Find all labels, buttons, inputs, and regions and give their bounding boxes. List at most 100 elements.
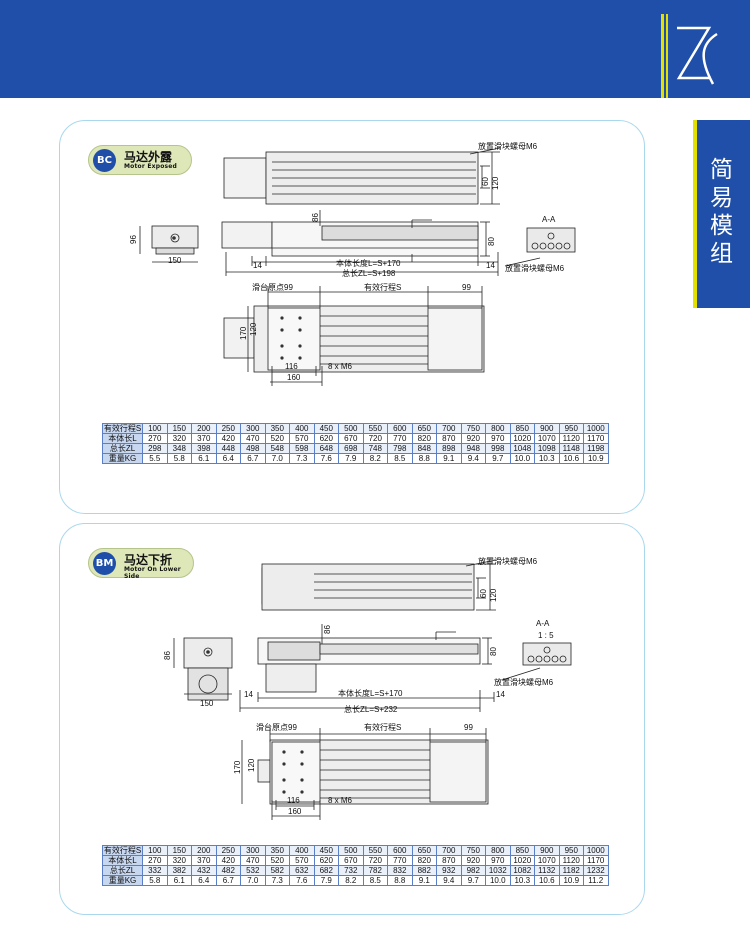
dim-86: 86 <box>323 625 332 634</box>
spec-cell: 500 <box>338 845 364 856</box>
section-label: A-A <box>542 215 556 224</box>
body-length-label: 本体长度L=S+170 <box>338 688 403 698</box>
spec-cell: 1232 <box>583 865 609 876</box>
nut-label-2: 放置滑块螺母M6 <box>505 263 565 273</box>
spec-cell: 682 <box>313 865 339 876</box>
spec-cell: 200 <box>191 845 217 856</box>
spec-cell: 482 <box>215 865 241 876</box>
spec-row-header: 有效行程S <box>102 845 143 856</box>
zk-logo-icon <box>661 14 733 98</box>
dim-60: 60 <box>481 177 490 186</box>
spec-cell: 1170 <box>583 855 609 866</box>
model-badge-bc: BC 马达外露 Motor Exposed <box>88 145 192 175</box>
dim-14-left: 14 <box>253 261 262 270</box>
dim-170: 170 <box>239 326 248 340</box>
spec-cell: 11.2 <box>583 875 609 886</box>
spec-cell: 332 <box>142 865 168 876</box>
spec-cell: 570 <box>289 855 315 866</box>
spec-row-header: 总长ZL <box>102 865 143 876</box>
spec-cell: 1020 <box>509 855 535 866</box>
category-title: 简易模组 <box>710 157 734 267</box>
spec-cell: 7.9 <box>313 875 339 886</box>
spec-cell: 320 <box>166 855 192 866</box>
spec-cell: 882 <box>411 865 437 876</box>
spec-cell: 10.0 <box>485 875 511 886</box>
spec-cell: 1132 <box>534 865 560 876</box>
spec-cell: 920 <box>460 855 486 866</box>
spec-cell: 800 <box>485 845 511 856</box>
dim-160: 160 <box>288 807 302 816</box>
spec-cell: 5.8 <box>142 875 168 886</box>
badge-subtitle: Motor Exposed <box>124 163 178 170</box>
spec-cell: 7.6 <box>289 875 315 886</box>
spec-cell: 100 <box>142 845 168 856</box>
dim-14-right: 14 <box>496 690 505 699</box>
nut-label: 放置滑块螺母M6 <box>478 141 538 151</box>
spec-cell: 582 <box>264 865 290 876</box>
dim-170: 170 <box>233 760 242 774</box>
spec-cell: 632 <box>289 865 315 876</box>
dim-80: 80 <box>489 647 498 656</box>
spec-cell: 700 <box>436 845 462 856</box>
badge-code: BM <box>93 552 116 575</box>
dim-14-right: 14 <box>486 261 495 270</box>
spec-cell: 8.8 <box>387 875 413 886</box>
spec-cell: 670 <box>338 855 364 866</box>
spec-cell: 782 <box>362 865 388 876</box>
badge-subtitle: Motor On Lower Side <box>124 566 181 580</box>
dim-96: 96 <box>129 235 138 244</box>
dim-14-left: 14 <box>244 690 253 699</box>
nut-label: 放置滑块螺母M6 <box>478 556 538 566</box>
spec-cell: 350 <box>264 845 290 856</box>
spec-cell: 732 <box>338 865 364 876</box>
spec-cell: 10.3 <box>509 875 535 886</box>
spec-cell: 1000 <box>583 845 609 856</box>
spec-cell: 420 <box>215 855 241 866</box>
spec-cell: 720 <box>362 855 388 866</box>
spec-row-header: 重量KG <box>102 875 143 886</box>
dim-116: 116 <box>287 796 300 805</box>
spec-cell: 9.7 <box>460 875 486 886</box>
spec-cell: 382 <box>166 865 192 876</box>
total-length-label: 总长ZL=S+198 <box>342 268 396 278</box>
spec-cell: 150 <box>166 845 192 856</box>
spec-cell: 932 <box>436 865 462 876</box>
spec-cell: 10.6 <box>534 875 560 886</box>
spec-cell: 850 <box>509 845 535 856</box>
spec-cell: 432 <box>191 865 217 876</box>
spec-cell: 7.0 <box>240 875 266 886</box>
dim-99: 99 <box>464 723 473 732</box>
spec-row-header: 本体长L <box>102 855 143 866</box>
body-length-label: 本体长度L=S+170 <box>336 258 401 268</box>
spec-cell: 7.3 <box>264 875 290 886</box>
spec-cell: 8.5 <box>362 875 388 886</box>
spec-cell: 1082 <box>509 865 535 876</box>
dim-80: 80 <box>487 237 496 246</box>
spec-cell: 6.1 <box>166 875 192 886</box>
spec-cell: 9.4 <box>436 875 462 886</box>
spec-cell: 10.9 <box>583 453 609 464</box>
spec-cell: 600 <box>387 845 413 856</box>
dim-160: 160 <box>287 373 301 382</box>
category-side-tab: 简易模组 <box>693 120 750 308</box>
spec-cell: 982 <box>460 865 486 876</box>
bolt-label: 8 x M6 <box>328 796 353 805</box>
spec-row-header: 重量KG <box>102 453 143 464</box>
spec-cell: 370 <box>191 855 217 866</box>
spec-cell: 620 <box>313 855 339 866</box>
dim-150: 150 <box>168 256 182 265</box>
dim-120: 120 <box>491 176 500 190</box>
dim-150: 150 <box>200 699 214 708</box>
spec-cell: 970 <box>485 855 511 866</box>
badge-code: BC <box>93 149 116 172</box>
origin-label: 滑台原点99 <box>252 282 293 292</box>
spec-cell: 6.7 <box>215 875 241 886</box>
